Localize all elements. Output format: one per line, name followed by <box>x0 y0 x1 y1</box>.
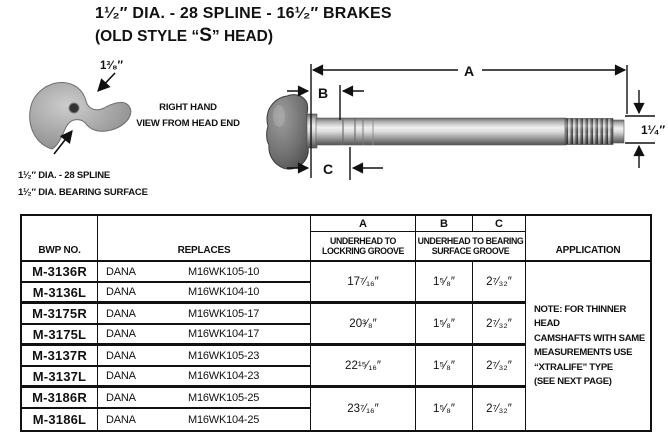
part-number: M16WK104-23 <box>188 370 260 382</box>
dim-c-label: C <box>323 161 333 177</box>
dimension-c: C <box>287 147 383 180</box>
spec-line-bearing: 1¹⁄₂″ DIA. BEARING SURFACE <box>18 186 148 198</box>
caption-line2: VIEW FROM HEAD END <box>136 117 240 129</box>
value-a: 22¹⁵⁄₁₆″ <box>311 346 416 388</box>
dim-arrow-upper <box>97 72 116 92</box>
part-number: M16WK105-10 <box>188 265 260 278</box>
bwp-number: M-3186L <box>22 409 98 430</box>
header-replaces: REPLACES <box>98 216 311 262</box>
camshaft-drawing: A B C 1¹⁄₄″ <box>266 61 665 180</box>
s-cam-shape <box>29 82 132 150</box>
page-title-line2: (OLD STYLE “S” HEAD) <box>95 25 274 46</box>
shaft-body <box>306 113 625 149</box>
value-a: 23⁷⁄₁₆″ <box>311 388 416 430</box>
bwp-number: M-3137R <box>22 346 98 367</box>
dimension-diameter: 1¹⁄₄″ <box>625 90 665 168</box>
page-title: 1¹⁄₂″ DIA. - 28 SPLINE - 16¹⁄₂″ BRAKES (… <box>95 5 392 47</box>
brand: DANA <box>106 370 136 382</box>
bwp-number: M-3136L <box>22 283 98 304</box>
dim-a-label: A <box>464 63 474 79</box>
part-number: M16WK105-23 <box>188 349 260 362</box>
dimension-a: A <box>310 61 628 178</box>
cam-head-illustration: 1³⁄₈″ <box>29 60 132 155</box>
brand: DANA <box>106 391 136 404</box>
part-number: M16WK104-10 <box>188 286 260 298</box>
shaft-tip <box>612 119 625 144</box>
header-col-c: C <box>473 216 526 232</box>
replaces-entry: DANA M16WK104-17 <box>98 325 311 346</box>
cam-center-hole <box>68 102 80 114</box>
right-hand-caption: RIGHT HAND VIEW FROM HEAD END <box>135 100 241 131</box>
part-number: M16WK105-25 <box>188 391 260 404</box>
value-c: 2⁷⁄₃₂″ <box>473 388 526 430</box>
brand: DANA <box>106 286 136 298</box>
value-b: 1⁵⁄₈″ <box>416 388 473 430</box>
dim-label-1-3-8: 1³⁄₈″ <box>100 60 124 72</box>
brand: DANA <box>106 328 136 340</box>
spec-lines: 1¹⁄₂″ DIA. - 28 SPLINE 1¹⁄₂″ DIA. BEARIN… <box>18 168 148 201</box>
part-number: M16WK105-17 <box>188 307 260 320</box>
value-c: 2⁷⁄₃₂″ <box>473 262 526 304</box>
value-b: 1⁵⁄₈″ <box>416 262 473 304</box>
bwp-number: M-3186R <box>22 388 98 409</box>
dim-arrow-lower <box>53 129 73 155</box>
bwp-number: M-3136R <box>22 262 98 283</box>
shaft-head <box>266 94 309 170</box>
header-bc-subtitle: UNDERHEAD TO BEARING SURFACE GROOVE <box>416 232 526 262</box>
replaces-entry: DANA M16WK104-23 <box>98 367 311 388</box>
diameter-label: 1¹⁄₄″ <box>641 123 665 137</box>
bwp-number: M-3175R <box>22 304 98 325</box>
brand: DANA <box>106 265 136 278</box>
dimension-b: B <box>287 85 364 120</box>
brand: DANA <box>106 307 136 320</box>
value-a: 17⁷⁄₁₆″ <box>311 262 416 304</box>
header-bwp-no: BWP NO. <box>22 216 98 262</box>
replaces-entry: DANA M16WK105-23 <box>98 346 311 367</box>
part-number: M16WK104-17 <box>188 328 260 340</box>
application-note: NOTE: FOR THINNER HEAD CAMSHAFTS WITH SA… <box>534 303 645 388</box>
header-col-a: A <box>311 216 416 232</box>
spec-line-spline: 1¹⁄₂″ DIA. - 28 SPLINE <box>18 170 111 181</box>
header-application: APPLICATION <box>526 216 650 262</box>
value-b: 1⁵⁄₈″ <box>416 304 473 346</box>
replaces-entry: DANA M16WK105-17 <box>98 304 311 325</box>
bwp-number: M-3137L <box>22 367 98 388</box>
value-a: 20³⁄₈″ <box>311 304 416 346</box>
header-a-subtitle: UNDERHEAD TO LOCKRING GROOVE <box>311 232 416 262</box>
replaces-entry: DANA M16WK105-10 <box>98 262 311 283</box>
spec-table: BWP NO. REPLACES A B C UNDERHEAD TO LOCK… <box>20 214 652 432</box>
header-col-b: B <box>416 216 473 232</box>
caption-line1: RIGHT HAND <box>159 102 217 113</box>
page-title-line1: 1¹⁄₂″ DIA. - 28 SPLINE - 16¹⁄₂″ BRAKES <box>95 5 392 22</box>
replaces-entry: DANA M16WK104-25 <box>98 409 311 430</box>
brand: DANA <box>106 349 136 362</box>
value-b: 1⁵⁄₈″ <box>416 346 473 388</box>
bwp-number: M-3175L <box>22 325 98 346</box>
value-c: 2⁷⁄₃₂″ <box>473 304 526 346</box>
dim-b-label: B <box>318 85 328 101</box>
brand: DANA <box>106 413 136 426</box>
replaces-entry: DANA M16WK105-25 <box>98 388 311 409</box>
value-c: 2⁷⁄₃₂″ <box>473 346 526 388</box>
replaces-entry: DANA M16WK104-10 <box>98 283 311 304</box>
part-number: M16WK104-25 <box>188 413 260 426</box>
